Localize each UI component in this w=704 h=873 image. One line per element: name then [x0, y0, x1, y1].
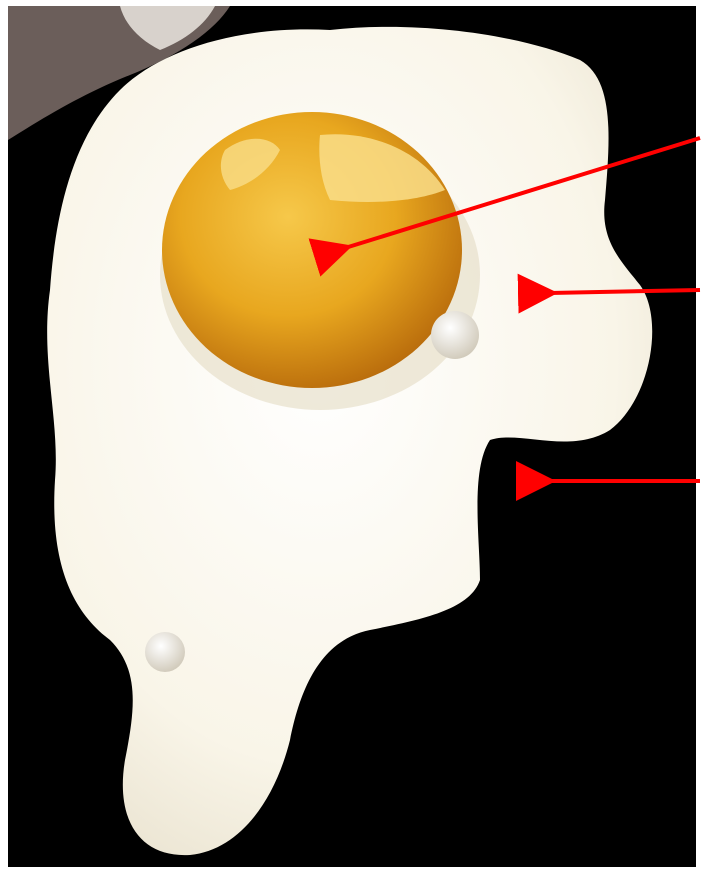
bubble-near-yolk [431, 311, 479, 359]
egg-yolk [162, 112, 462, 388]
bubble-lower-left [145, 632, 185, 672]
